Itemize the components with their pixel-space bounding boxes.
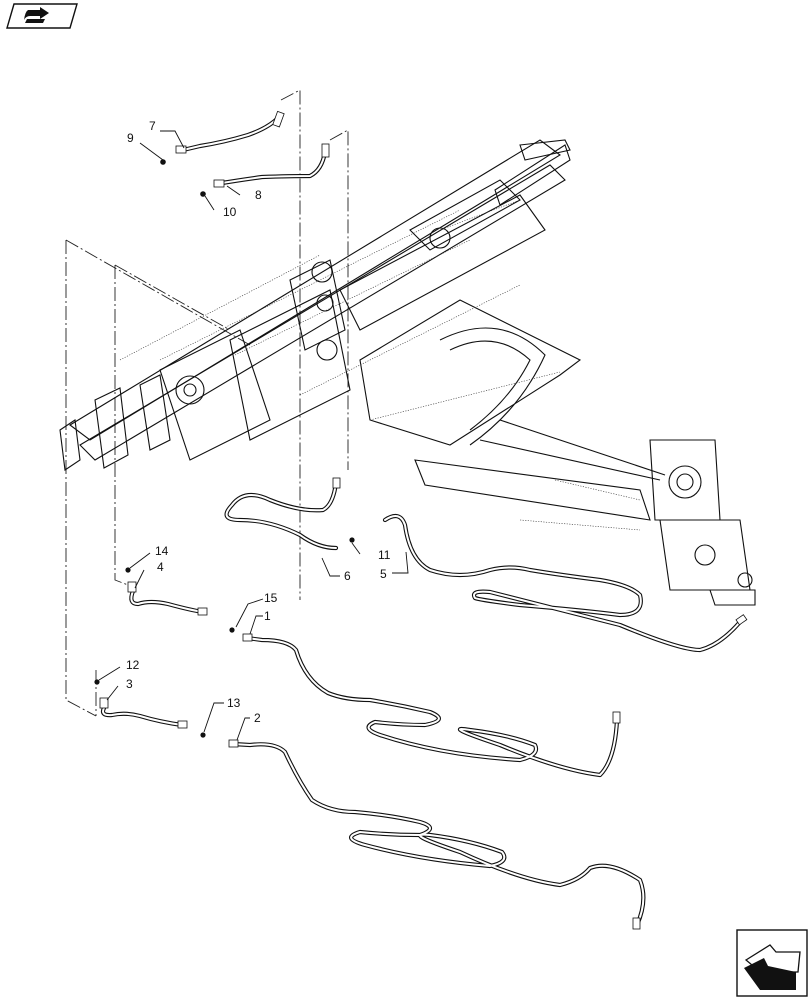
callout-10: 10 — [223, 205, 237, 219]
hose-5 — [382, 513, 748, 653]
callout-9: 9 — [127, 131, 134, 145]
next-page-arrow-icon[interactable] — [736, 929, 808, 997]
book-arrow-icon[interactable] — [6, 3, 78, 29]
reference-lines — [65, 89, 349, 717]
callout-7: 7 — [149, 119, 156, 133]
hose-4 — [127, 581, 208, 616]
callout-8: 8 — [255, 188, 262, 202]
callout-11: 11 — [378, 548, 391, 562]
callout-4: 4 — [157, 560, 164, 574]
callout-2: 2 — [254, 711, 261, 725]
hose-2 — [228, 739, 646, 930]
fitting-13 — [200, 732, 206, 738]
callout-labels: 7 9 8 10 11 6 5 14 4 15 1 12 3 13 2 — [126, 119, 391, 725]
fitting-15 — [229, 627, 235, 633]
fitting-10 — [200, 191, 206, 197]
callout-leaders — [98, 130, 409, 741]
callout-5: 5 — [380, 567, 387, 581]
callout-15: 15 — [264, 591, 278, 605]
toolbar-frame-assembly — [59, 139, 756, 606]
hose-1 — [242, 633, 621, 778]
fitting-12 — [94, 679, 100, 685]
fitting-14 — [125, 567, 131, 573]
callout-12: 12 — [126, 658, 140, 672]
callout-3: 3 — [126, 677, 133, 691]
hose-8 — [213, 143, 330, 188]
callout-6: 6 — [344, 569, 351, 583]
hose-3 — [99, 697, 188, 729]
callout-14: 14 — [155, 544, 169, 558]
fitting-11 — [349, 537, 355, 543]
hose-6 — [224, 477, 341, 551]
fitting-9 — [160, 159, 166, 165]
hose-7 — [175, 110, 285, 154]
callout-1: 1 — [264, 609, 271, 623]
callout-13: 13 — [227, 696, 241, 710]
